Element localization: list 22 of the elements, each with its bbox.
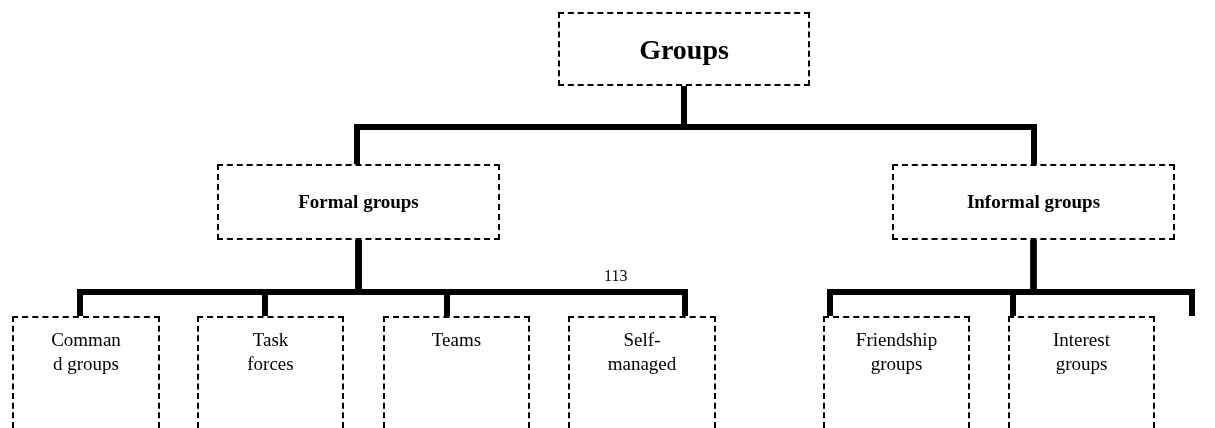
dashed-box (383, 316, 530, 428)
dashed-box (1008, 316, 1155, 428)
dashed-box (12, 316, 160, 428)
node-label: Comman d groups (50, 328, 122, 376)
connector-line (681, 86, 1037, 164)
dashed-box (197, 316, 344, 428)
node-label: Teams (431, 328, 482, 352)
dashed-box (823, 316, 970, 428)
dashed-box (568, 316, 716, 428)
connector-line (355, 240, 688, 316)
node-label: Interest groups (1052, 328, 1111, 376)
connector-line (1030, 240, 1195, 316)
node-label: Task forces (246, 328, 295, 376)
dashed-box (217, 164, 500, 240)
node-label: Self- managed (606, 328, 678, 376)
node-label: Informal groups (966, 190, 1101, 214)
page-number: 113 (604, 268, 628, 284)
node-label: Friendship groups (854, 328, 939, 376)
node-label: Groups (639, 32, 729, 67)
dashed-box (558, 12, 810, 86)
node-label: Formal groups (298, 190, 419, 214)
dashed-box (892, 164, 1175, 240)
